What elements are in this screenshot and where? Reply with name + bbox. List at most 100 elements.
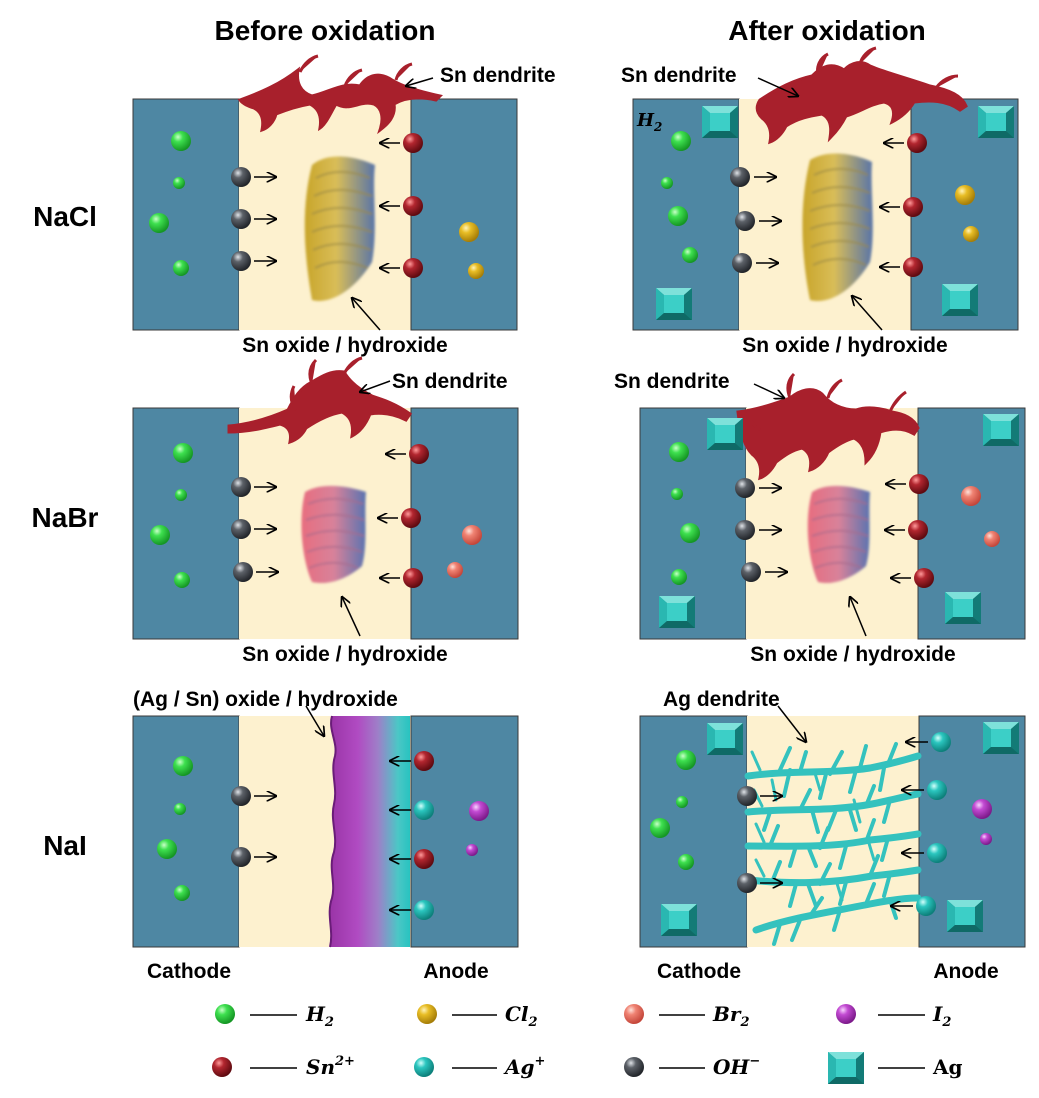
sn2-ion [907,133,927,153]
cell-nai-after: Ag dendrite [639,688,1026,948]
sn-dendrite [237,54,443,135]
h2-bubble [671,488,683,500]
legend-swatch-h2 [215,1004,235,1024]
cell-nabr-after: Sn dendrite Sn oxide / hydroxide [614,370,1026,666]
h2-bubble [671,131,691,151]
cell-nai-before: (Ag / Sn) oxide / hydroxide [132,688,519,948]
oh-ion [231,477,251,497]
h2-bubble [682,247,698,263]
h2-bubble [149,213,169,233]
label-ag-dendrite: Ag dendrite [663,688,780,711]
legend-item-br2: Br2 [712,1002,750,1030]
ag-cube [656,288,692,320]
cell-nacl-after: H2 Sn dendrite Sn oxide / hydroxide [621,46,1019,357]
i2-bubble [469,801,489,821]
label-sn-dendrite: Sn dendrite [392,370,508,393]
sn-dendrite [227,356,413,445]
h2-bubble [173,756,193,776]
legend-item-cl2: Cl2 [505,1002,538,1030]
legend-item-ag-ion: Ag+ [503,1054,545,1079]
h2-bubble [173,177,185,189]
h2-bubble [650,818,670,838]
legend-swatch-ag-ion [414,1057,434,1077]
label-sn-dendrite: Sn dendrite [614,370,730,393]
i2-bubble [972,799,992,819]
legend-item-h2: H2 [305,1002,334,1030]
sn2-ion [909,474,929,494]
h2-bubble [668,206,688,226]
oh-ion [735,520,755,540]
ag-ion [414,900,434,920]
cathode-electrode [132,407,240,640]
ag-cube [707,723,743,755]
oxide-deposit [802,153,873,302]
br2-bubble [462,525,482,545]
h2-bubble [171,131,191,151]
oh-ion [737,873,757,893]
ag-ion [414,800,434,820]
oh-ion [732,253,752,273]
legend-swatch-i2 [836,1004,856,1024]
oh-ion [735,478,755,498]
h2-bubble [173,260,189,276]
h2-bubble [676,750,696,770]
h2-bubble [669,442,689,462]
h2-bubble [157,839,177,859]
label-ag-sn-oxide: (Ag / Sn) oxide / hydroxide [133,688,398,711]
oh-ion [231,847,251,867]
oxide-deposit [807,485,870,584]
legend-swatch-sn2 [212,1057,232,1077]
cl2-bubble [468,263,484,279]
br2-bubble [984,531,1000,547]
h2-bubble [174,885,190,901]
oh-ion [735,211,755,231]
h2-bubble [671,569,687,585]
label-anode-before: Anode [423,960,488,983]
sn2-ion [403,568,423,588]
label-cathode-after: Cathode [657,960,741,983]
h2-bubble [175,489,187,501]
oh-ion [231,519,251,539]
sn2-ion [401,508,421,528]
row-label-nacl: NaCl [33,201,97,232]
anode-electrode [410,407,519,640]
h2-bubble [678,854,694,870]
oh-ion [231,209,251,229]
sn2-ion [403,196,423,216]
sn-dendrite [736,372,920,481]
sn2-ion [409,444,429,464]
cathode-electrode [132,715,240,948]
sn2-ion [414,849,434,869]
h2-bubble [661,177,673,189]
sn2-ion [414,751,434,771]
row-label-nabr: NaBr [32,502,99,533]
oh-ion [730,167,750,187]
ag-cube [659,596,695,628]
ag-ion [931,732,951,752]
oh-ion [233,562,253,582]
ag-cube [942,284,978,316]
h2-bubble [173,443,193,463]
label-sn-dendrite: Sn dendrite [621,64,737,87]
label-sn-oxide: Sn oxide / hydroxide [750,643,955,666]
h2-bubble [174,803,186,815]
cell-nacl-before: Sn dendrite Sn oxide / hydroxide [132,54,556,357]
i2-bubble [466,844,478,856]
ag-cube [983,414,1019,446]
h2-bubble [676,796,688,808]
cl2-bubble [459,222,479,242]
h2-bubble [174,572,190,588]
label-sn-oxide: Sn oxide / hydroxide [742,334,947,357]
ag-cube [978,106,1014,138]
label-sn-oxide: Sn oxide / hydroxide [242,334,447,357]
header-after: After oxidation [728,15,926,46]
ag-cube [661,904,697,936]
oh-ion [741,562,761,582]
oxide-deposit [301,485,366,584]
ag-cube [947,900,983,932]
legend-swatch-br2 [624,1004,644,1024]
oh-ion [231,786,251,806]
oh-ion [231,251,251,271]
ag-cube [702,106,738,138]
